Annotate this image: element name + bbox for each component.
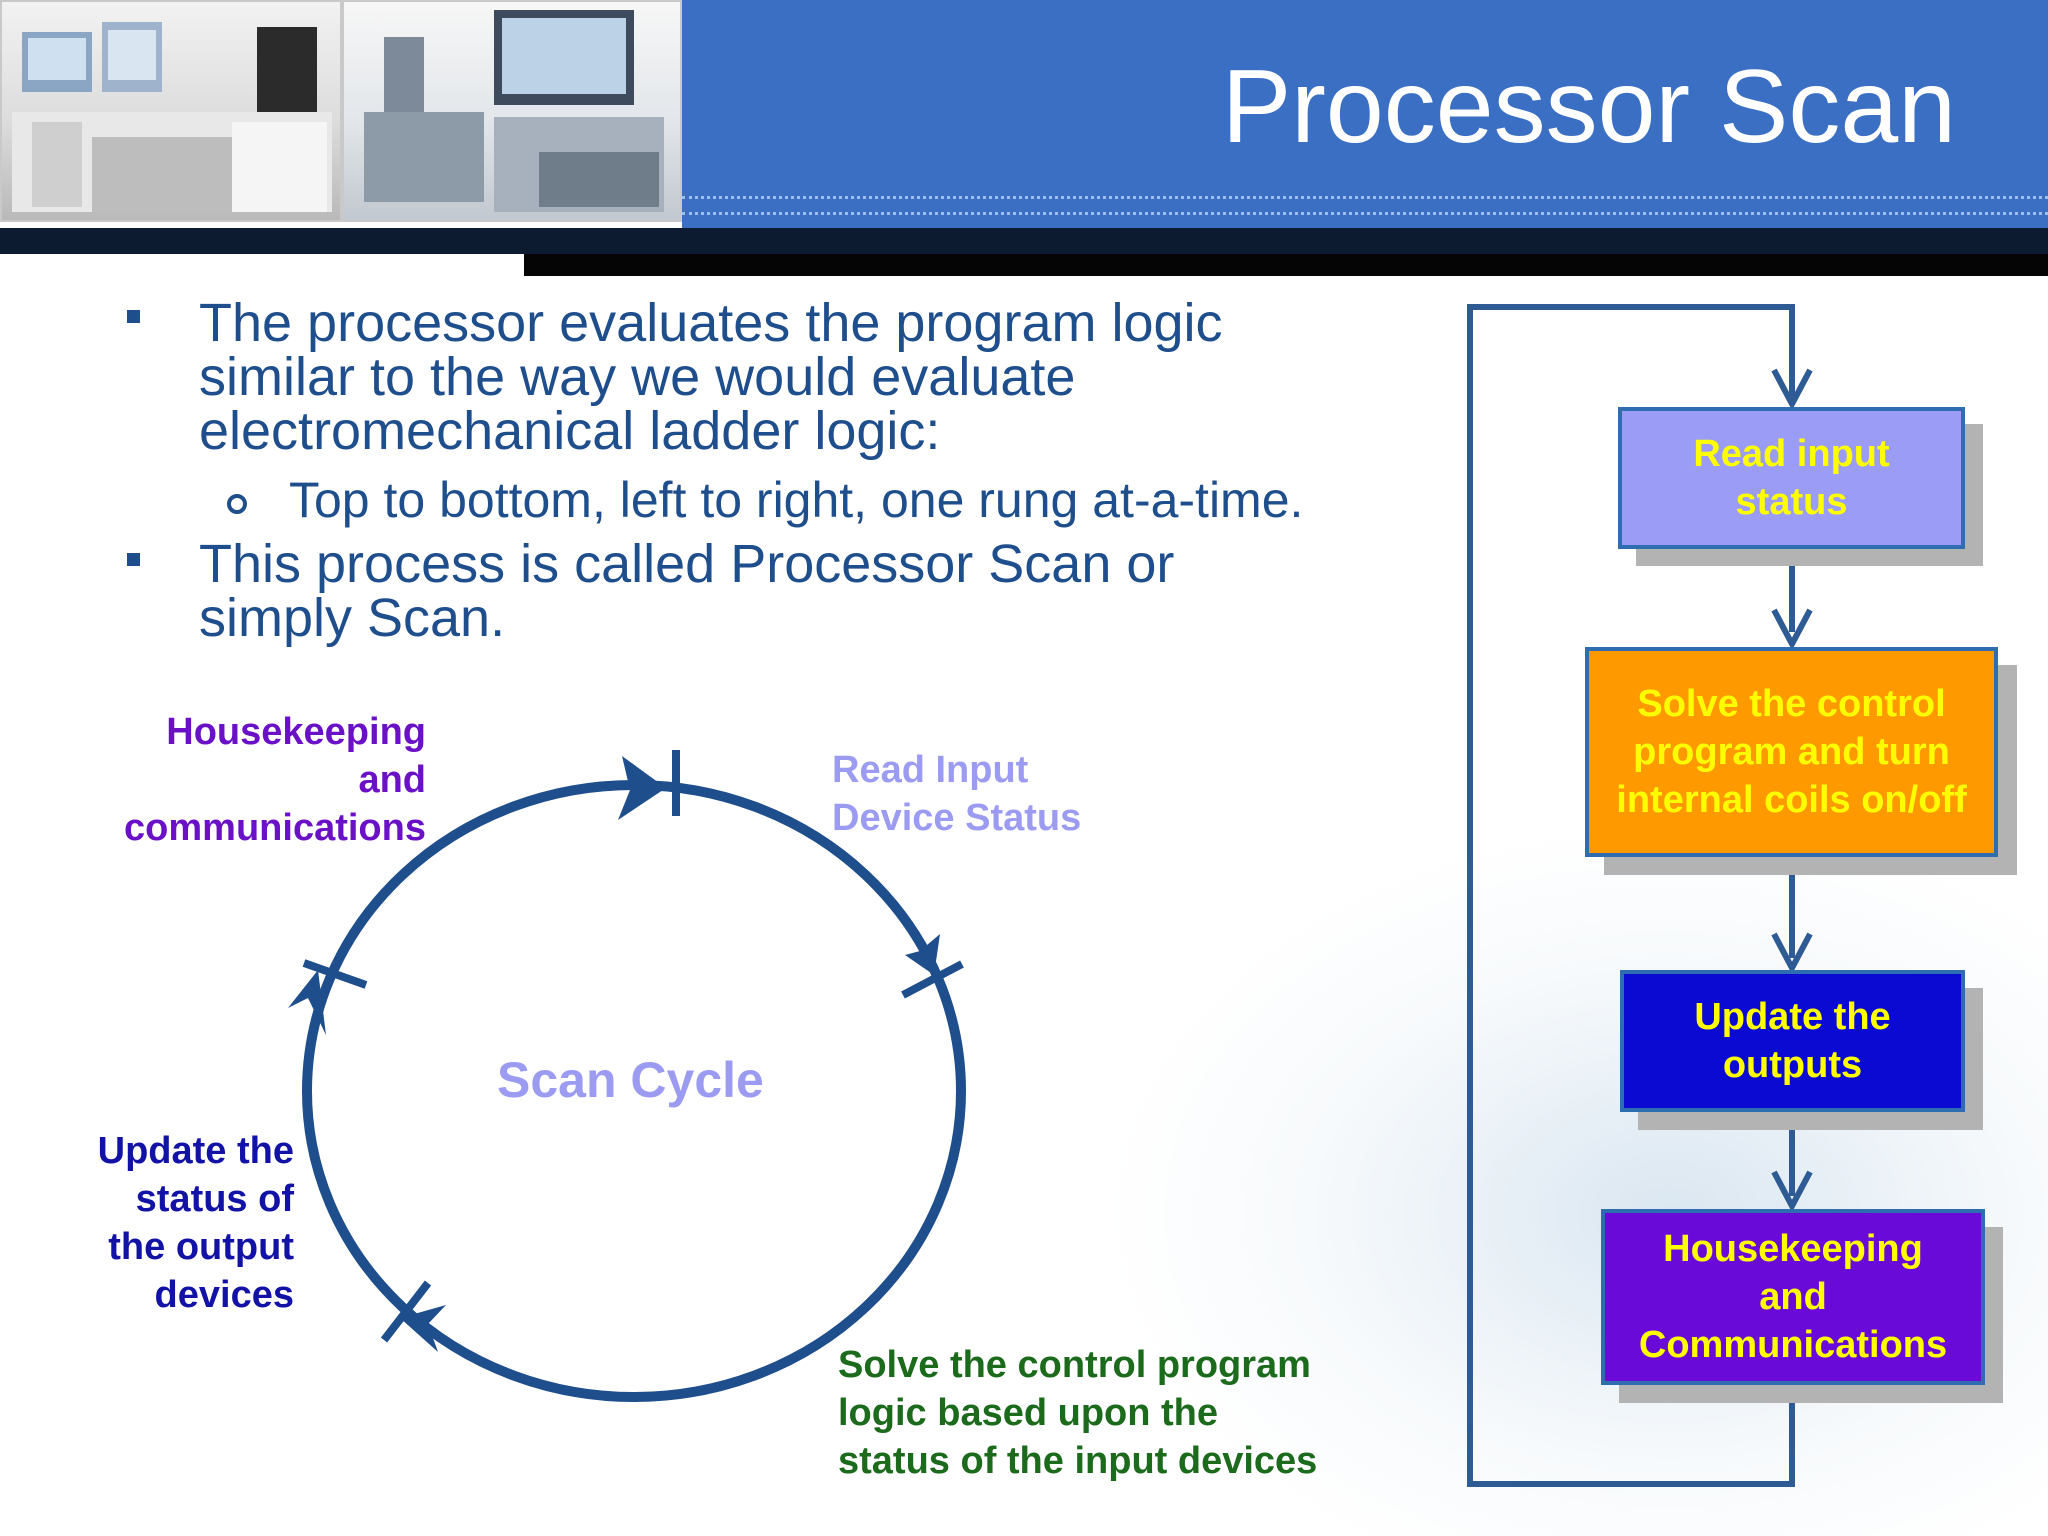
flow-arrow-3-icon <box>1771 932 1813 975</box>
bullet-square-icon <box>127 310 140 323</box>
cycle-arrow-left-icon <box>288 970 326 1035</box>
plc-equipment-photo-1 <box>0 0 342 222</box>
flow-arrow-2-icon <box>1771 608 1813 651</box>
header-dark-band <box>0 228 2048 254</box>
bullet-square-icon <box>127 553 140 566</box>
scan-cycle-label: Scan Cycle <box>497 1052 764 1108</box>
plc-equipment-photo-2 <box>342 0 682 222</box>
bullet-2: This process is called Processor Scan or… <box>199 534 1175 648</box>
cycle-tick-left <box>302 959 368 989</box>
header-black-bar <box>524 254 2048 276</box>
flow-arrow-1-icon <box>1771 368 1813 411</box>
cycle-arrow-bottom-left-icon <box>400 1305 446 1352</box>
flow-box-housekeeping: Housekeeping and Communications <box>1601 1209 1985 1385</box>
flow-loop-line <box>1467 304 1795 1487</box>
flow-box-read-input: Read input status <box>1618 407 1965 549</box>
cycle-tick-bottom-left <box>380 1280 432 1343</box>
cycle-arrow-right-icon <box>905 934 940 975</box>
sub-bullet-1: Top to bottom, left to right, one rung a… <box>289 472 1304 528</box>
housekeeping-label: Housekeeping and communications <box>124 711 426 849</box>
sub-bullet-circle-icon <box>227 494 247 514</box>
header-dotted-line <box>682 212 2048 215</box>
cycle-arrow-top-icon <box>618 756 666 820</box>
cycle-tick-right <box>901 960 964 999</box>
flow-box-solve-program: Solve the control program and turn inter… <box>1585 647 1998 857</box>
header-white-tab <box>0 254 524 276</box>
flow-arrow-4-icon <box>1771 1170 1813 1213</box>
background-figure <box>1100 820 2048 1536</box>
update-output-label: Update the status of the output devices <box>97 1130 294 1316</box>
bullet-1: The processor evaluates the program logi… <box>199 293 1223 461</box>
read-input-label: Read Input Device Status <box>832 749 1082 839</box>
slide-title: Processor Scan <box>1221 49 1956 165</box>
flow-box-update-outputs: Update the outputs <box>1620 970 1965 1112</box>
solve-program-label: Solve the control program logic based up… <box>838 1344 1318 1482</box>
header-dotted-line <box>682 196 2048 199</box>
